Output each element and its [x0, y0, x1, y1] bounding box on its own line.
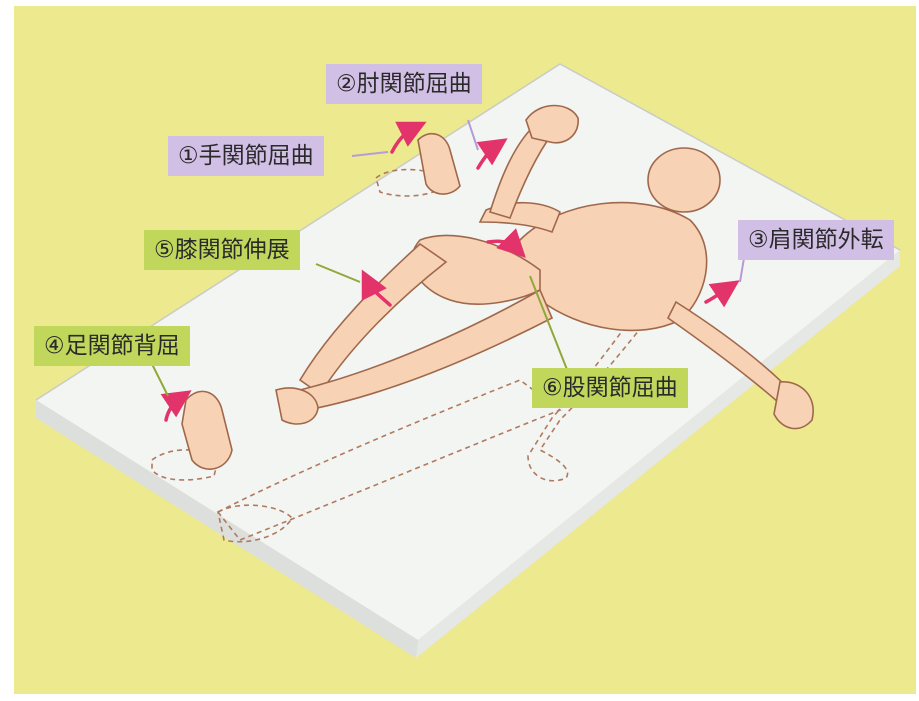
label-ankle-dorsiflexion: ④足関節背屈 [34, 326, 190, 366]
label-elbow-flexion: ②肘関節屈曲 [326, 64, 482, 104]
label-shoulder-abduction: ③肩関節外転 [738, 220, 894, 260]
fist-left [526, 106, 578, 143]
label-knee-extension: ⑤膝関節伸展 [144, 230, 300, 270]
label-wrist-flexion: ①手関節屈曲 [168, 136, 324, 176]
label-hip-flexion: ⑥股関節屈曲 [532, 368, 688, 408]
head [648, 148, 720, 212]
